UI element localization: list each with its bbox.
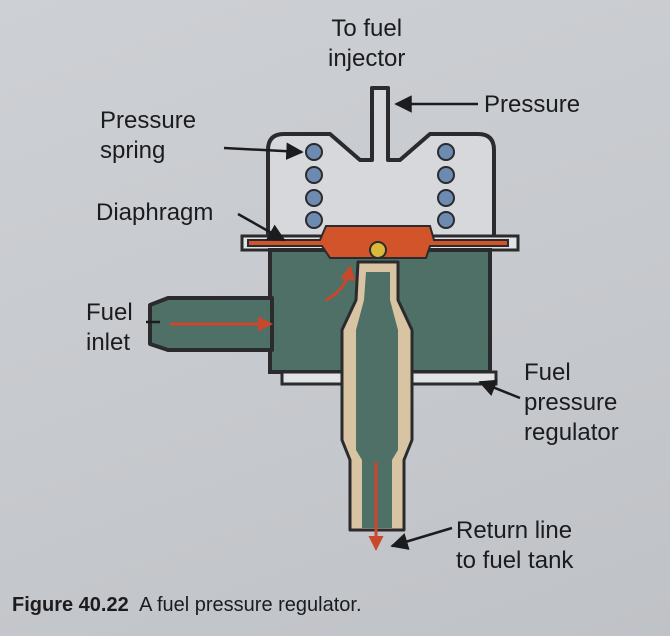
label-fuel-inlet: Fuel inlet: [86, 299, 133, 356]
diaphragm-leader: [237, 212, 286, 242]
upper-housing: [266, 86, 496, 240]
regulator-leader: [478, 379, 521, 400]
figure-caption-text: A fuel pressure regulator.: [139, 594, 362, 616]
label-pressure: Pressure: [484, 91, 581, 118]
chamber-flow-arrow: [325, 265, 356, 302]
valve-ball: [369, 241, 387, 259]
label-fuel-pressure-regulator: Fuel pressure regulator: [524, 359, 619, 446]
label-pressure-spring: Pressure spring: [100, 107, 197, 164]
figure-caption: Figure 40.22 A fuel pressure regulator.: [12, 594, 362, 617]
label-to-fuel-injector: To fuel injector: [328, 15, 406, 72]
return-line-leader: [390, 526, 453, 550]
label-diaphragm: Diaphragm: [96, 199, 214, 226]
spring-coils-right: [437, 143, 455, 229]
spring-coils-left: [305, 143, 323, 229]
figure-number: Figure 40.22: [12, 594, 129, 616]
return-tube-inner: [356, 272, 398, 528]
label-return-line: Return line to fuel tank: [456, 517, 574, 574]
pressure-spring-leader: [223, 142, 304, 160]
